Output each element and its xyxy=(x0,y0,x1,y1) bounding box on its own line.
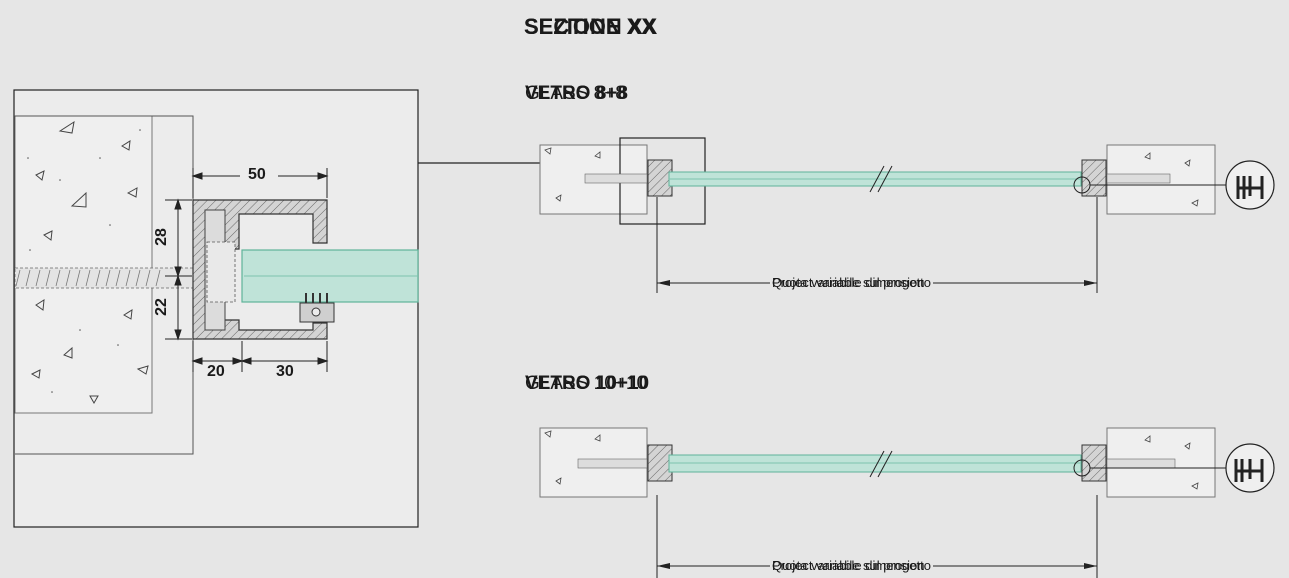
quota-1-text-b: Project variable dimension xyxy=(772,275,925,290)
glass-2-label-b: GLASS 10+10 xyxy=(525,373,648,394)
dimension-lines xyxy=(165,168,329,372)
dim-width-right: 30 xyxy=(276,363,294,380)
glass-1-label-b: GLASS 8+8 xyxy=(525,83,626,104)
elevation-glass-1 xyxy=(539,137,1275,293)
glass-2-label-a: VETRO 10+10 xyxy=(525,373,650,394)
title-line-a: SEZIONE XX xyxy=(523,14,657,39)
aluminium-profile xyxy=(192,199,328,340)
elevation-glass-2 xyxy=(539,427,1275,578)
quota-2-text-b: Project variable dimension xyxy=(772,558,925,573)
detail-view xyxy=(13,89,620,528)
dim-width-left: 20 xyxy=(207,363,225,380)
dim-height-upper: 28 xyxy=(152,228,170,246)
dim-width-top: 50 xyxy=(248,166,266,183)
title-line-b: SECTION XX xyxy=(523,14,658,39)
concrete-dots xyxy=(27,129,141,393)
quota-2-text-a: Quota variabile sul progetto xyxy=(772,558,931,573)
dim-height-lower: 22 xyxy=(152,298,170,316)
glass-1-label-a: VETRO 8+8 xyxy=(525,83,628,104)
concrete-wall xyxy=(14,115,153,414)
concrete-aggregate xyxy=(30,120,149,405)
quota-1-text-a: Quota variabile sul progetto xyxy=(772,275,931,290)
